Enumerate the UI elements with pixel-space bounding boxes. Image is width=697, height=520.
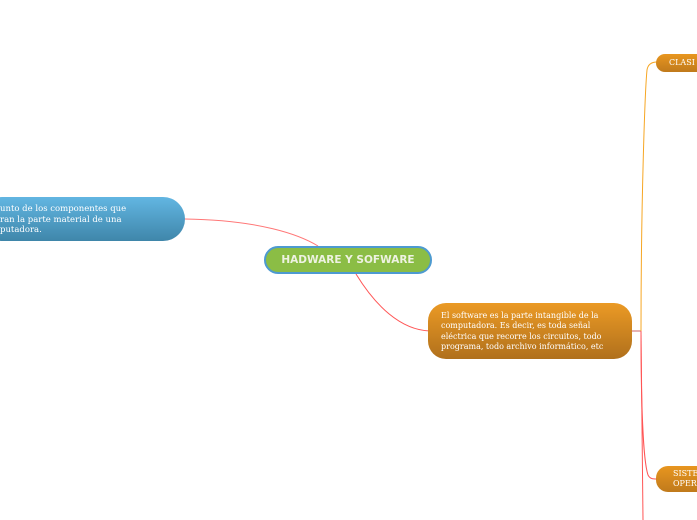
hardware-text: unto de los componentes que ran la parte… (0, 204, 127, 235)
connector-down (640, 330, 644, 520)
sistema-operativo-node[interactable]: SISTE OPER (656, 466, 697, 492)
clasificacion-node[interactable]: CLASI (656, 54, 697, 72)
central-topic-title: HADWARE Y SOFWARE (281, 254, 415, 266)
central-topic[interactable]: HADWARE Y SOFWARE (264, 246, 432, 274)
connector-sistema (640, 330, 658, 480)
sistema-operativo-label: SISTE OPER (673, 469, 697, 488)
connector-hardware (184, 218, 319, 247)
hardware-node[interactable]: unto de los componentes que ran la parte… (0, 197, 185, 241)
connector-software (355, 273, 431, 332)
clasificacion-label: CLASI (669, 58, 695, 67)
software-text: El software es la parte intangible de la… (441, 311, 604, 351)
software-node[interactable]: El software es la parte intangible de la… (428, 303, 632, 359)
connector-clasi (640, 61, 658, 332)
